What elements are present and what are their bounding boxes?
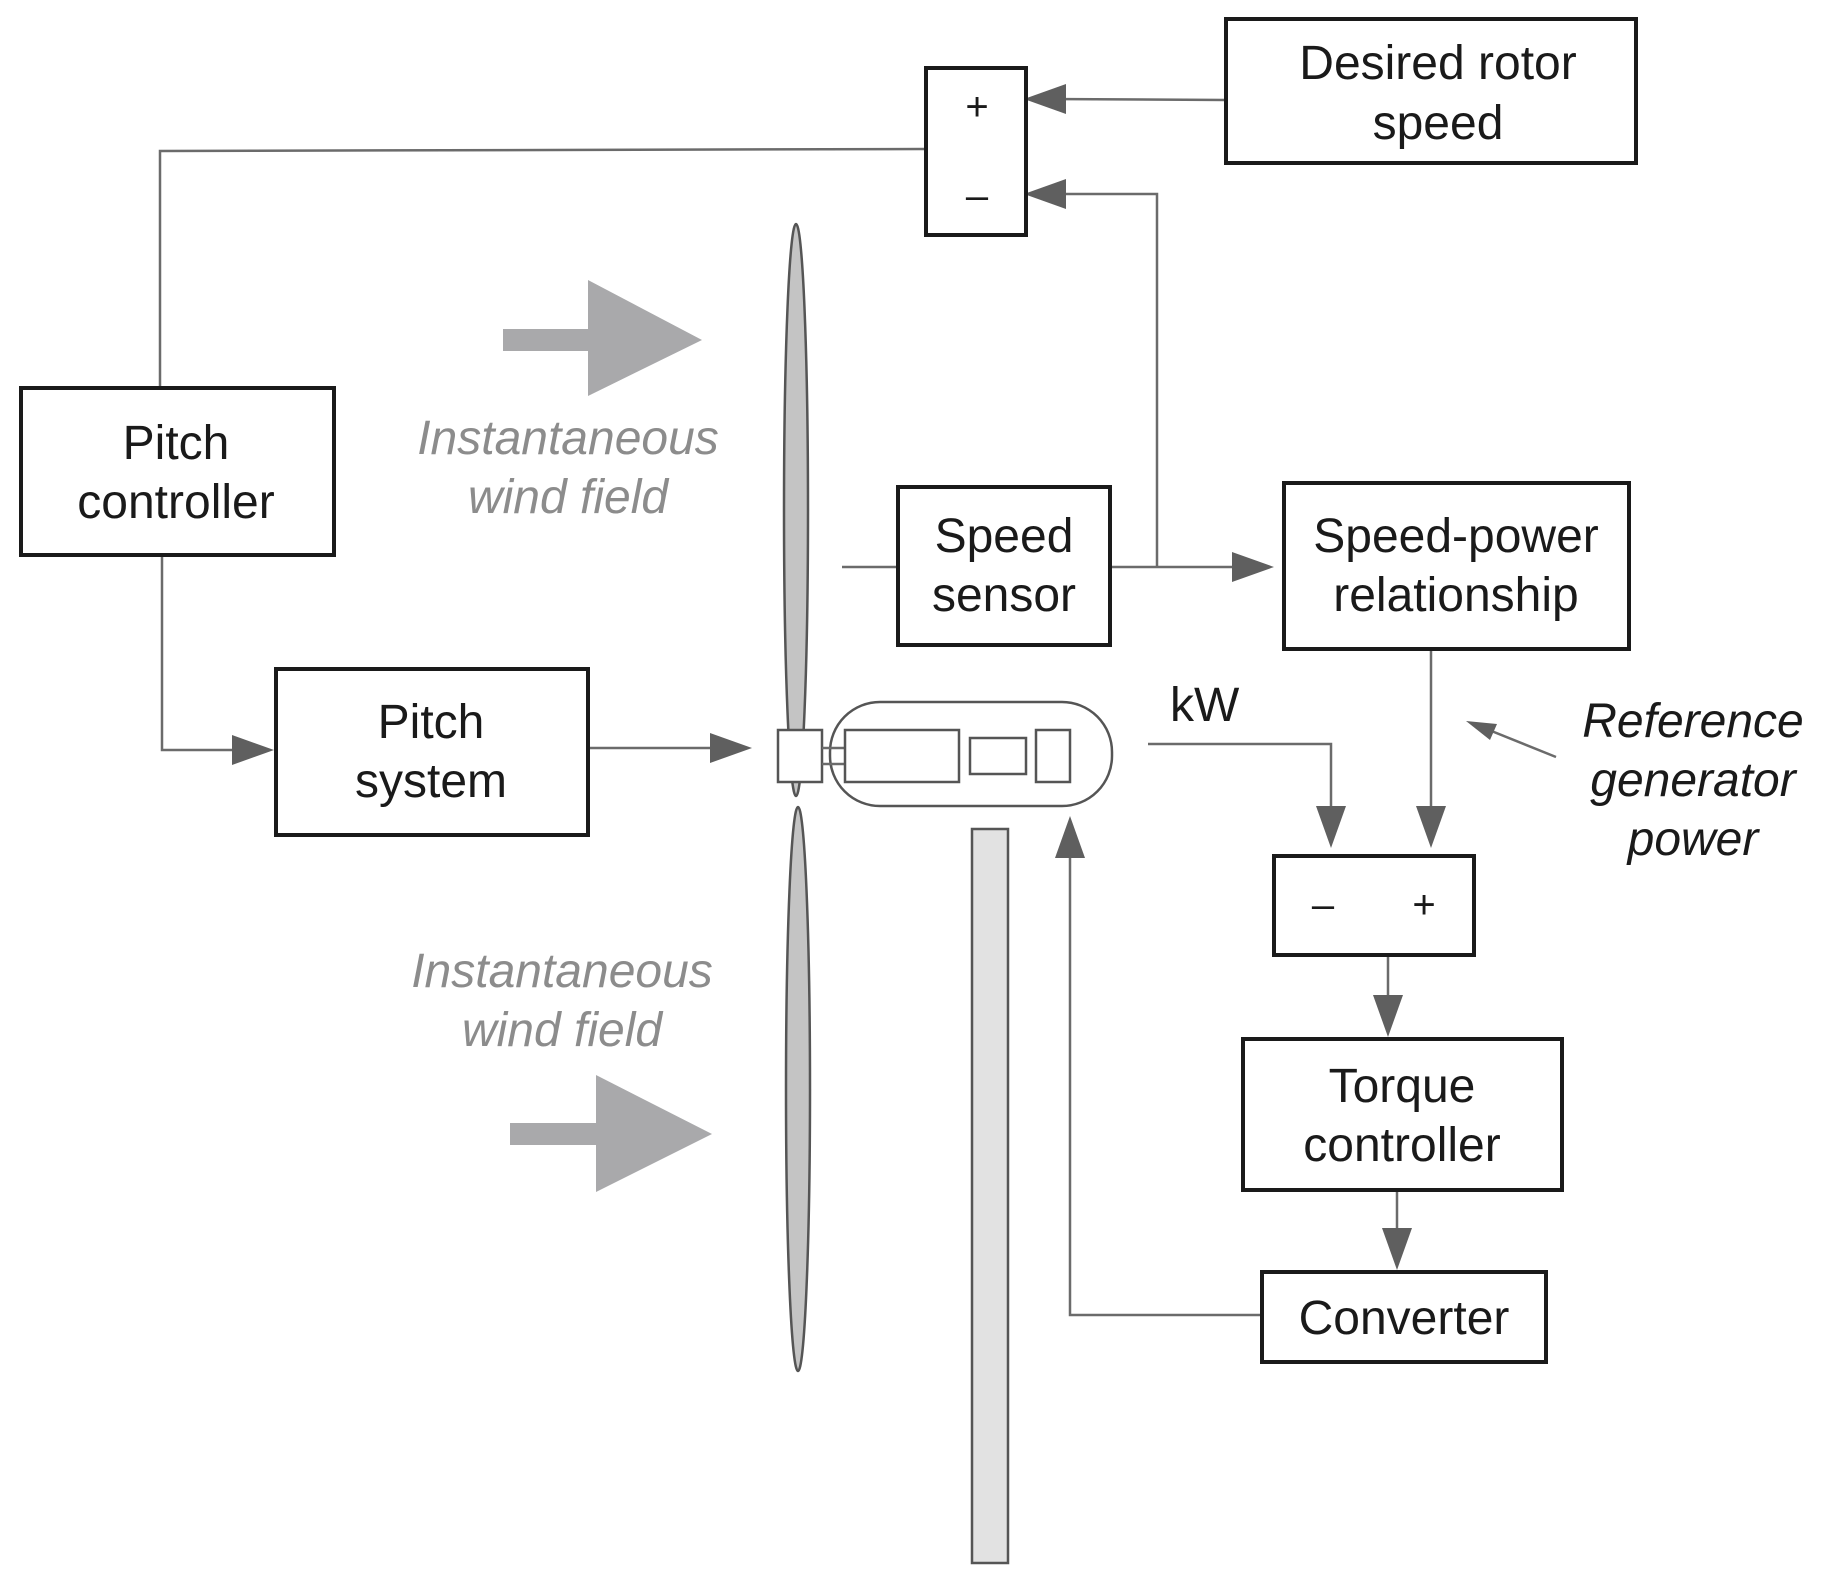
power-electronics	[1034, 728, 1072, 784]
wind-field-label-bottom: Instantaneous wind field	[411, 945, 713, 1057]
desired-speed-line	[1045, 97, 1227, 102]
reference-pointer-line	[1483, 726, 1557, 759]
converter-feedback-line	[1068, 838, 1262, 1317]
speed-error-line	[158, 147, 927, 388]
svg-text:controller: controller	[77, 476, 274, 529]
rotor-hub	[776, 728, 824, 784]
converter-block: Converter	[1260, 1270, 1548, 1364]
pitch-command-line	[160, 557, 252, 752]
speed-summing-junction: + –	[924, 66, 1028, 237]
torque-controller-block: Torque controller	[1241, 1037, 1564, 1192]
gearbox	[843, 728, 961, 784]
svg-text:system: system	[355, 755, 507, 808]
svg-text:speed: speed	[1373, 97, 1504, 150]
power-summing-junction: – +	[1272, 854, 1476, 957]
pitch-system-block: Pitch system	[274, 667, 590, 837]
svg-text:Instantaneous: Instantaneous	[411, 945, 713, 998]
plus-sign: +	[1412, 883, 1435, 927]
reference-generator-power-label: Reference generator power	[1582, 695, 1803, 866]
nacelle	[776, 700, 1114, 808]
svg-text:Converter: Converter	[1299, 1292, 1510, 1345]
tower	[970, 827, 1010, 1565]
minus-sign: –	[966, 174, 989, 218]
svg-text:Pitch: Pitch	[123, 417, 230, 470]
speed-feedback-line	[1046, 192, 1159, 567]
svg-text:relationship: relationship	[1333, 569, 1578, 622]
svg-text:Reference: Reference	[1582, 695, 1803, 748]
svg-text:wind field: wind field	[462, 1004, 663, 1057]
speed-power-relationship-block: Speed-power relationship	[1282, 481, 1631, 651]
svg-text:generator: generator	[1590, 754, 1797, 807]
plus-sign: +	[965, 85, 988, 129]
pitch-controller-block: Pitch controller	[19, 386, 336, 557]
svg-text:Torque: Torque	[1329, 1060, 1476, 1113]
kw-label: kW	[1170, 679, 1240, 732]
rotor-blade-bottom	[784, 805, 812, 1373]
measured-power-line	[1148, 742, 1333, 826]
svg-text:power: power	[1626, 813, 1761, 866]
rotor-blade-top	[782, 222, 810, 798]
svg-text:Instantaneous: Instantaneous	[417, 412, 719, 465]
svg-text:sensor: sensor	[932, 569, 1076, 622]
generator	[968, 736, 1028, 776]
speed-sensor-block: Speed sensor	[896, 485, 1112, 647]
wind-field-label-top: Instantaneous wind field	[417, 412, 719, 524]
wind-arrow-top	[503, 280, 702, 396]
svg-text:controller: controller	[1303, 1119, 1500, 1172]
svg-text:Desired rotor: Desired rotor	[1299, 37, 1576, 90]
desired-rotor-speed-block: Desired rotor speed	[1224, 17, 1638, 165]
svg-text:Pitch: Pitch	[378, 696, 485, 749]
svg-text:Speed: Speed	[935, 510, 1074, 563]
svg-text:Speed-power: Speed-power	[1313, 510, 1599, 563]
minus-sign: –	[1312, 883, 1335, 927]
wind-arrow-bottom	[510, 1075, 712, 1192]
svg-text:wind field: wind field	[468, 471, 669, 524]
